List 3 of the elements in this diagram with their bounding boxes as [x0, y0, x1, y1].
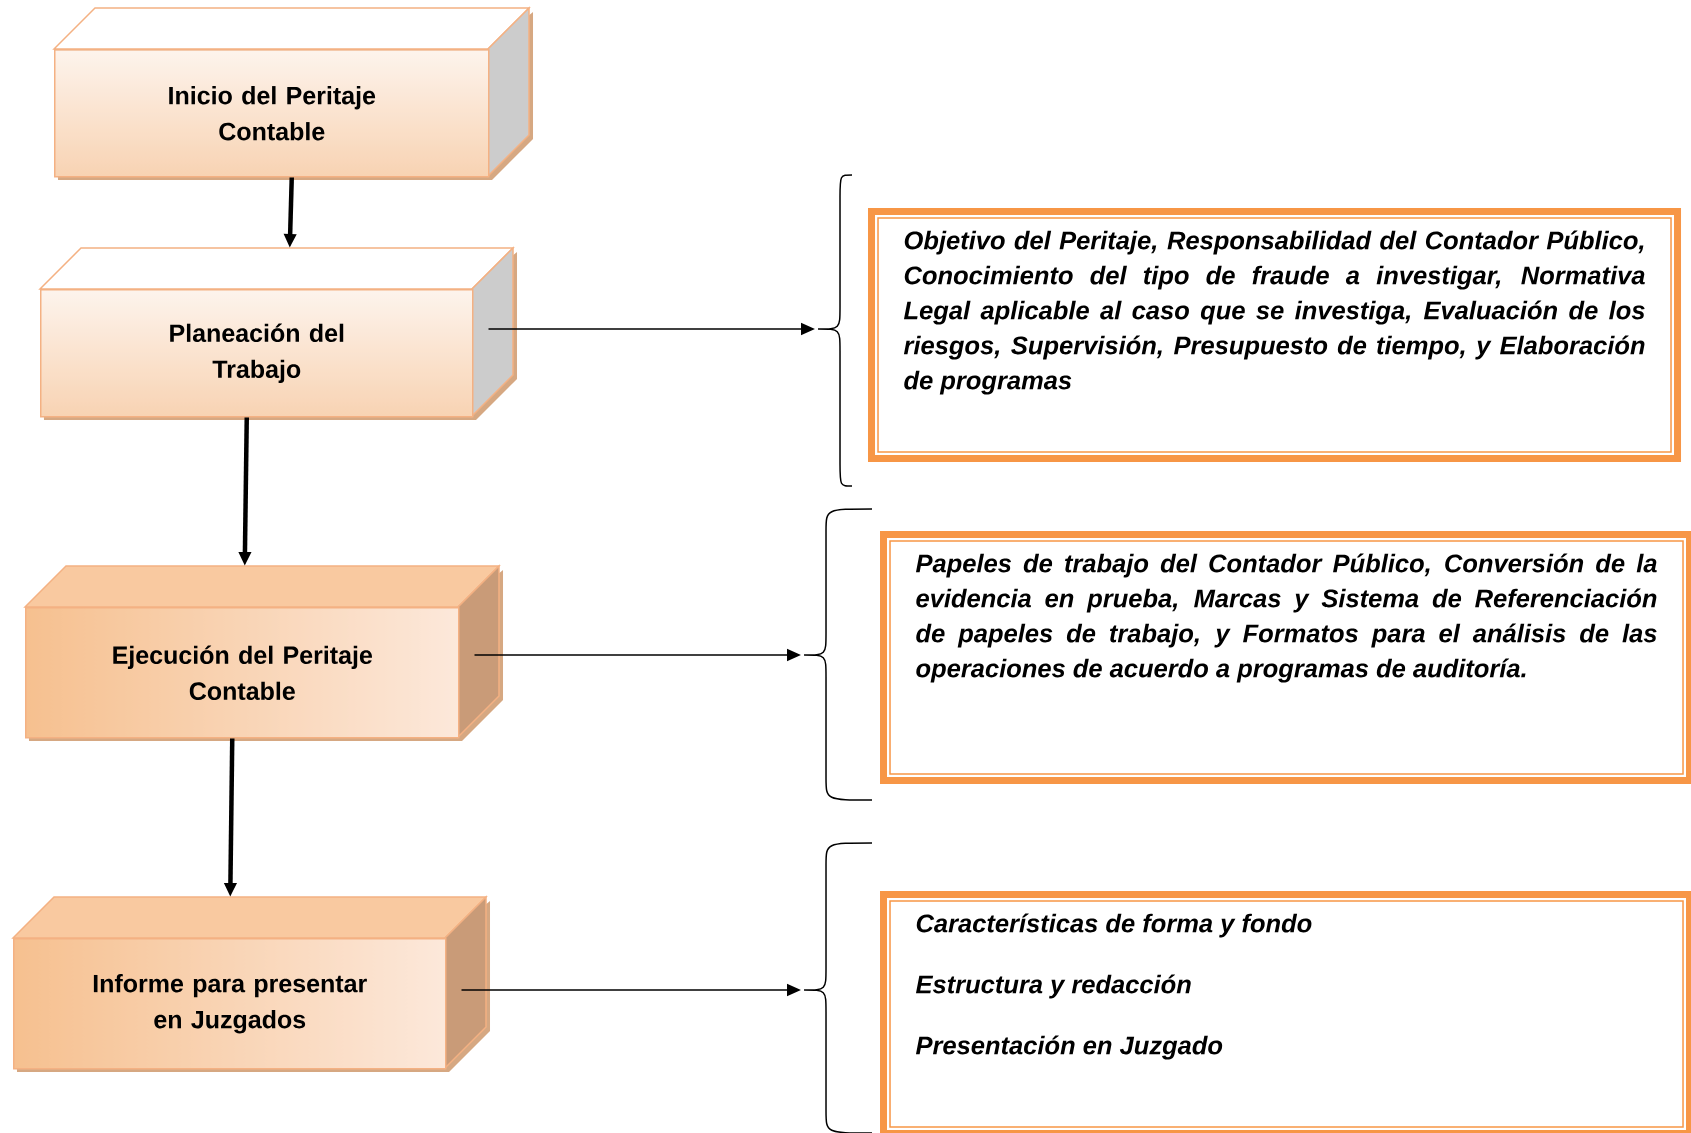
text-box: Papeles de trabajo del Contador Público, Conversión de la evidencia en prueba, Marcas y Sistema de Referenciación de papeles de trabajo, y Formatos para el análisis de las operaciones de acuerdo a programas de auditoría. — [880, 531, 1691, 784]
text-box: Objetivo del Peritaje, Responsabilidad del Contador Público, Conocimiento del tipo de fraude a investigar, Normativa Legal aplicable al caso que se investiga, Evaluación de los riesgos, Supervisión, Presupuesto de tiempo, y Elaboración de programas — [868, 208, 1681, 462]
text-box: Características de forma y fondo Estructura y redacción Presentación en Juzgado — [880, 891, 1691, 1133]
